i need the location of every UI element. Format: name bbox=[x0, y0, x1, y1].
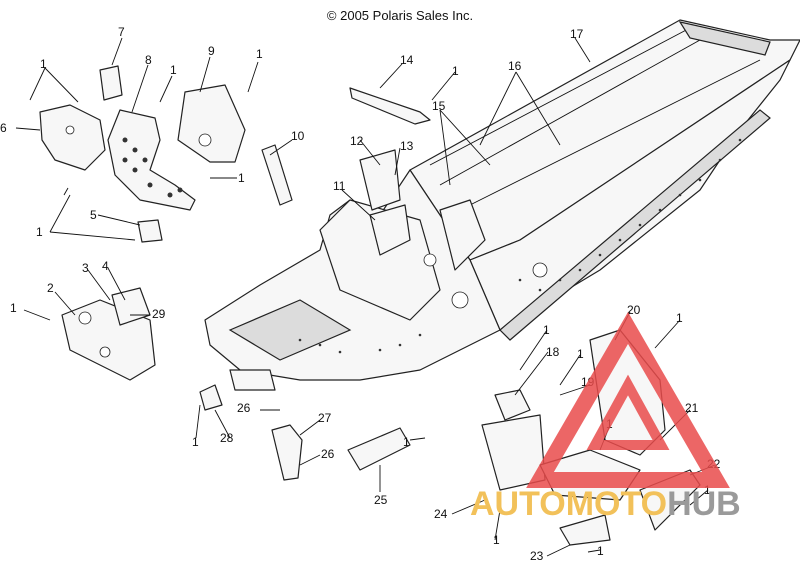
callout-1: 1 bbox=[10, 301, 17, 315]
callout-20: 20 bbox=[627, 303, 641, 317]
part-8-plate bbox=[107, 109, 196, 211]
callout-28: 28 bbox=[220, 431, 234, 445]
plate-25 bbox=[347, 427, 411, 471]
bracket-9 bbox=[177, 84, 246, 163]
callout-1: 1 bbox=[238, 171, 245, 185]
rail-line-b bbox=[439, 39, 701, 186]
callout-5: 5 bbox=[90, 208, 97, 222]
callout-25: 25 bbox=[374, 493, 388, 507]
callout-7: 7 bbox=[118, 25, 125, 39]
part-6-bracket bbox=[39, 104, 106, 171]
callout-1: 1 bbox=[403, 435, 410, 449]
callout-1: 1 bbox=[597, 544, 604, 558]
rail-line-c bbox=[449, 59, 761, 216]
callout-1: 1 bbox=[256, 47, 263, 61]
callout-13: 13 bbox=[400, 139, 414, 153]
frame-floor bbox=[228, 299, 352, 361]
clip-7 bbox=[99, 65, 123, 101]
callout-24: 24 bbox=[434, 507, 448, 521]
cap-28 bbox=[199, 384, 223, 411]
callout-1: 1 bbox=[676, 311, 683, 325]
callout-1: 1 bbox=[170, 63, 177, 77]
watermark-triangle bbox=[526, 312, 730, 488]
callout-2: 2 bbox=[47, 281, 54, 295]
bracket-6 bbox=[39, 104, 106, 171]
callout-11: 11 bbox=[333, 179, 346, 193]
frame-hole bbox=[423, 253, 437, 267]
housing-hole bbox=[99, 346, 111, 358]
strip-10 bbox=[261, 144, 293, 206]
plate-12 bbox=[359, 149, 401, 211]
callout-18: 18 bbox=[546, 345, 560, 359]
part-10-strip bbox=[261, 144, 293, 206]
footrest-strip bbox=[499, 109, 771, 341]
rivet-pattern bbox=[298, 138, 742, 354]
callout-1: 1 bbox=[577, 347, 584, 361]
lower-bracket bbox=[229, 369, 276, 391]
frame-hole bbox=[451, 291, 469, 309]
part-5-clip bbox=[137, 219, 163, 243]
callout-23: 23 bbox=[530, 549, 544, 563]
callout-3: 3 bbox=[82, 261, 89, 275]
part-25-plate bbox=[347, 427, 411, 471]
bracket-hole bbox=[198, 133, 212, 147]
rear-bumper-end bbox=[678, 21, 771, 56]
plate-11 bbox=[369, 204, 411, 256]
callout-27: 27 bbox=[318, 411, 332, 425]
callout-12: 12 bbox=[350, 134, 364, 148]
part-12-13-11-plates bbox=[359, 149, 411, 256]
part-28-cap bbox=[199, 384, 223, 411]
bracket-23 bbox=[559, 514, 611, 546]
bracket-27 bbox=[271, 424, 303, 481]
callout-1: 1 bbox=[452, 64, 459, 78]
watermark-triangle-inner bbox=[586, 374, 670, 450]
bulkhead bbox=[319, 199, 441, 321]
callout-10: 10 bbox=[291, 129, 305, 143]
callout-1: 1 bbox=[493, 533, 500, 547]
chassis-frame bbox=[204, 19, 800, 391]
callout-1: 1 bbox=[40, 57, 47, 71]
watermark-text: AUTOMOTOHUB bbox=[470, 485, 741, 523]
callout-9: 9 bbox=[208, 44, 215, 58]
rail-line-a bbox=[429, 27, 691, 166]
callout-1: 1 bbox=[36, 225, 43, 239]
bracket-18 bbox=[494, 389, 531, 421]
callout-21: 21 bbox=[685, 401, 699, 415]
rail-cover-14 bbox=[349, 87, 431, 125]
plate-8 bbox=[107, 109, 196, 211]
part-27-bracket bbox=[271, 424, 303, 481]
frame-hole bbox=[532, 262, 548, 278]
bracket-hole bbox=[65, 125, 75, 135]
part-7-clip bbox=[99, 65, 123, 101]
callout-17: 17 bbox=[570, 27, 584, 41]
housing-hole bbox=[78, 311, 92, 325]
callout-16: 16 bbox=[508, 59, 522, 73]
watermark: AUTOMOTOHUB bbox=[470, 312, 741, 523]
callout-6: 6 bbox=[0, 121, 7, 135]
callout-26: 26 bbox=[237, 401, 251, 415]
callout-15: 15 bbox=[432, 99, 446, 113]
callout-29: 29 bbox=[152, 307, 166, 321]
plate-holes bbox=[122, 137, 183, 198]
clip-5 bbox=[137, 219, 163, 243]
part-9-bracket bbox=[177, 84, 246, 163]
copyright-notice: © 2005 Polaris Sales Inc. bbox=[326, 8, 474, 23]
callout-1: 1 bbox=[543, 323, 550, 337]
callout-14: 14 bbox=[400, 53, 414, 67]
part-14-rail-cover bbox=[349, 87, 431, 125]
callout-4: 4 bbox=[102, 259, 109, 273]
callout-1: 1 bbox=[192, 435, 199, 449]
callout-26: 26 bbox=[321, 447, 335, 461]
callout-8: 8 bbox=[145, 53, 152, 67]
upper-brace bbox=[439, 199, 486, 271]
callout-1: 1 bbox=[704, 483, 711, 497]
